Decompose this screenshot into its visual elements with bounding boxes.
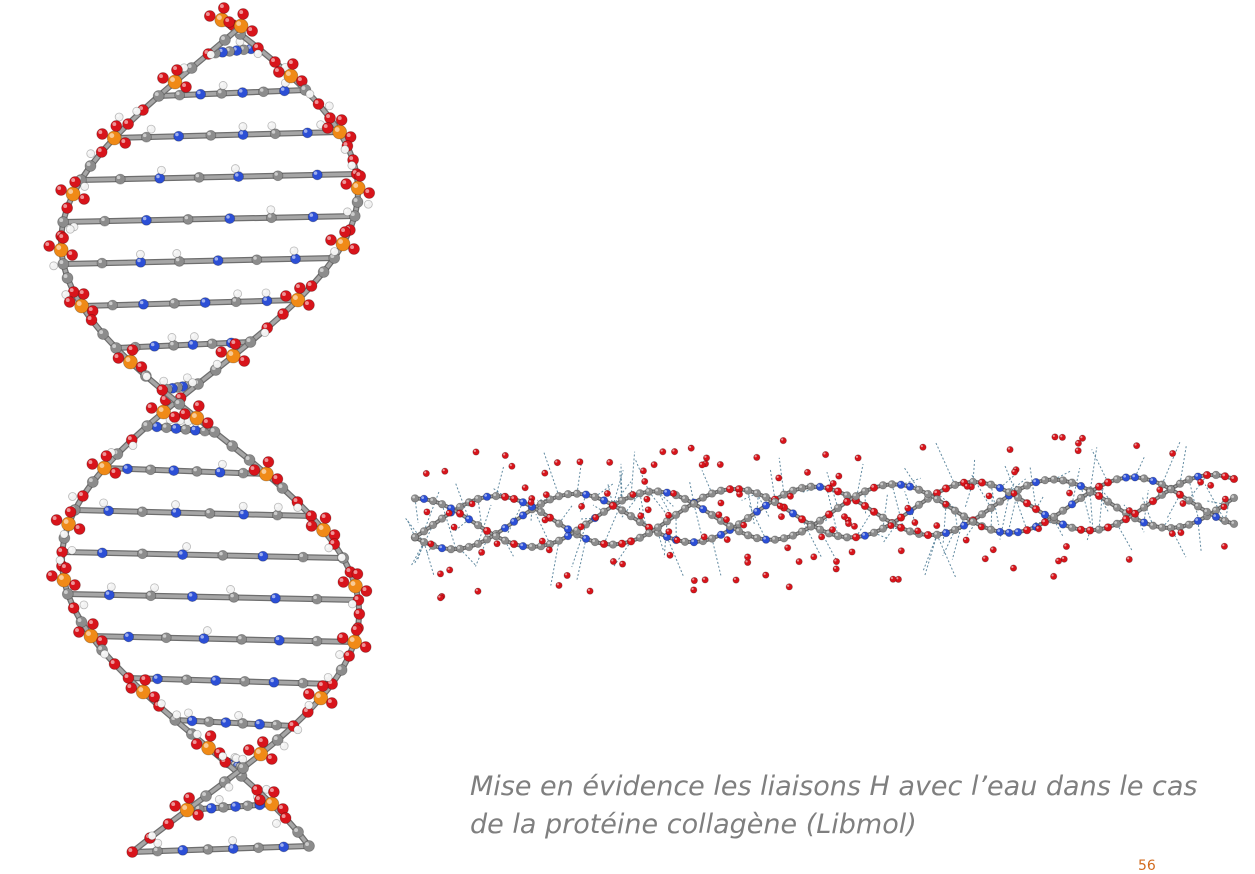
- caption: Mise en évidence les liaisons H avec l’e…: [470, 768, 1230, 844]
- dna-double-helix-model: [0, 0, 460, 872]
- collagen-protein-model: [395, 425, 1255, 625]
- caption-line-1: Mise en évidence les liaisons H avec l’e…: [470, 768, 1230, 806]
- caption-line-2: de la protéine collagène (Libmol): [470, 806, 1230, 844]
